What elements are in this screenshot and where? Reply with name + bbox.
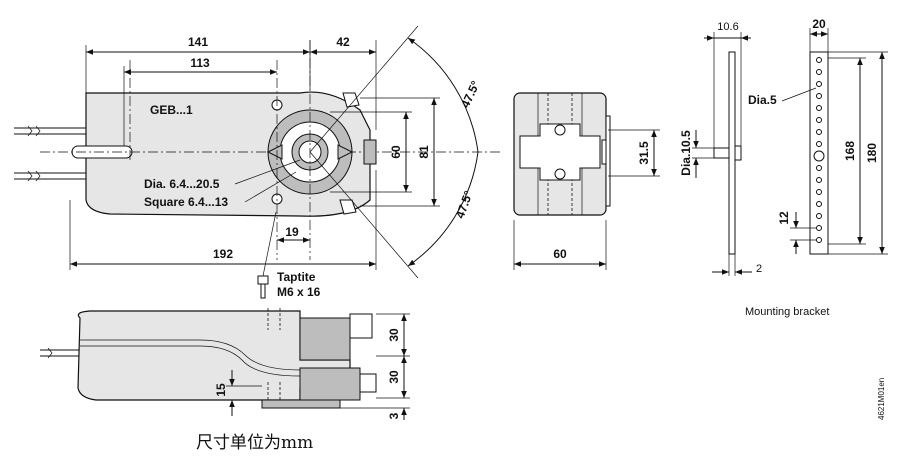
shaft-dia-label: Dia. 6.4...20.5 [144, 177, 220, 191]
dim-180: 180 [865, 143, 879, 163]
angle-top: 47.5° [458, 78, 483, 110]
units-note: 尺寸单位为mm [196, 433, 313, 453]
dim-20: 20 [812, 17, 826, 31]
bracket-holes [813, 57, 825, 243]
dim-19: 19 [285, 225, 299, 239]
drawing-code: 4621M01en [877, 378, 886, 420]
dim-192: 192 [213, 247, 233, 261]
dim-2: 2 [756, 263, 762, 275]
dim-81: 81 [417, 145, 431, 159]
taptite-screw [257, 211, 277, 299]
screw-label-2: M6 x 16 [277, 285, 321, 299]
cables [14, 125, 86, 182]
screw-label-1: Taptite [277, 270, 316, 284]
dim-60-top: 60 [389, 145, 403, 159]
shaft-square-label: Square 6.4...13 [144, 195, 228, 209]
dim-60-end: 60 [553, 247, 567, 261]
dim-141: 141 [188, 35, 208, 49]
dim-113: 113 [190, 56, 210, 70]
side-view: 15 30 30 3 [40, 308, 410, 420]
dim-42: 42 [336, 35, 350, 49]
dim-3: 3 [387, 412, 401, 419]
model-label: GEB...1 [150, 103, 193, 117]
dim-dia-5: Dia.5 [748, 93, 777, 107]
dim-12: 12 [777, 211, 791, 225]
end-view: 60 31.5 [513, 92, 660, 270]
top-view: 141 42 113 192 19 60 81 47.5° 47.5° [14, 25, 500, 299]
mounting-bracket-caption: Mounting bracket [745, 306, 829, 318]
dim-dia-10-5: Dia.10.5 [679, 130, 693, 176]
dim-30-a: 30 [387, 328, 401, 342]
dim-31-5: 31.5 [637, 141, 651, 165]
dim-168: 168 [843, 141, 857, 161]
angle-bottom: 47.5° [453, 189, 476, 220]
dim-10-6: 10.6 [717, 21, 738, 33]
dim-15: 15 [214, 383, 228, 397]
mounting-bracket: 10.6 Dia.10.5 2 [679, 17, 888, 318]
dim-30-b: 30 [387, 370, 401, 384]
